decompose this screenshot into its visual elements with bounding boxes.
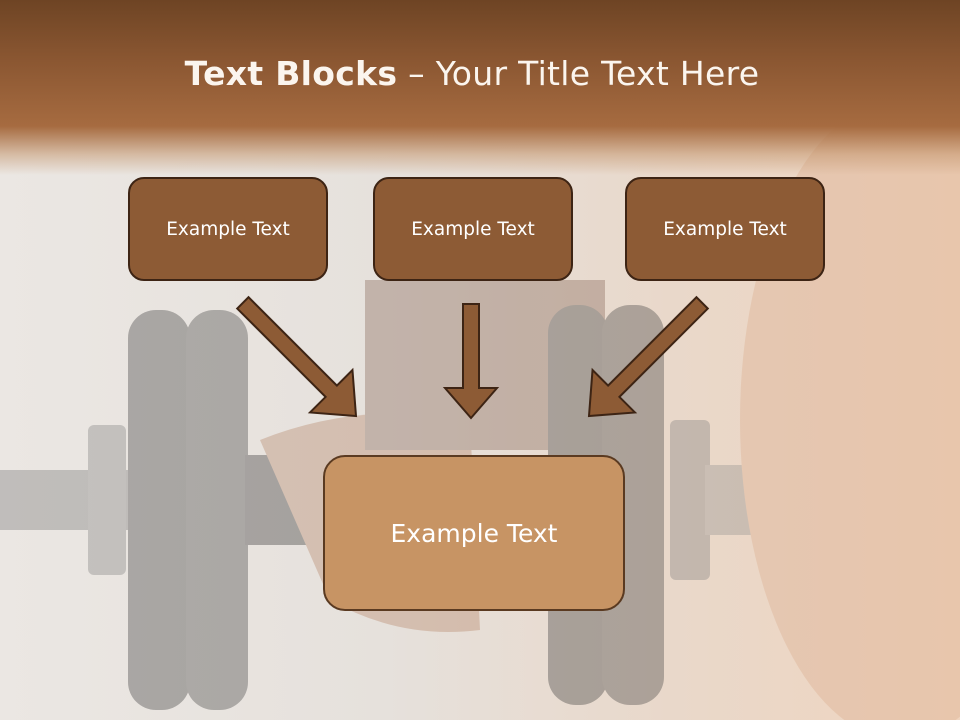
main-text-block[interactable]: Example Text: [323, 455, 625, 611]
title-bold-text: Text Blocks: [184, 54, 398, 93]
slide-title: Text Blocks – Your Title Text Here: [0, 54, 944, 93]
title-band: [0, 0, 960, 175]
main-text-block-label: Example Text: [390, 518, 558, 548]
arrow-down-left-icon: [587, 295, 710, 418]
text-block-right-label: Example Text: [663, 218, 787, 240]
text-block-center-label: Example Text: [411, 218, 535, 240]
text-block-left[interactable]: Example Text: [128, 177, 328, 281]
title-regular-text: – Your Title Text Here: [397, 54, 760, 93]
text-block-center[interactable]: Example Text: [373, 177, 573, 281]
text-block-right[interactable]: Example Text: [625, 177, 825, 281]
text-block-left-label: Example Text: [166, 218, 290, 240]
arrow-down-right-icon: [235, 295, 358, 418]
arrow-down-icon: [442, 303, 500, 420]
